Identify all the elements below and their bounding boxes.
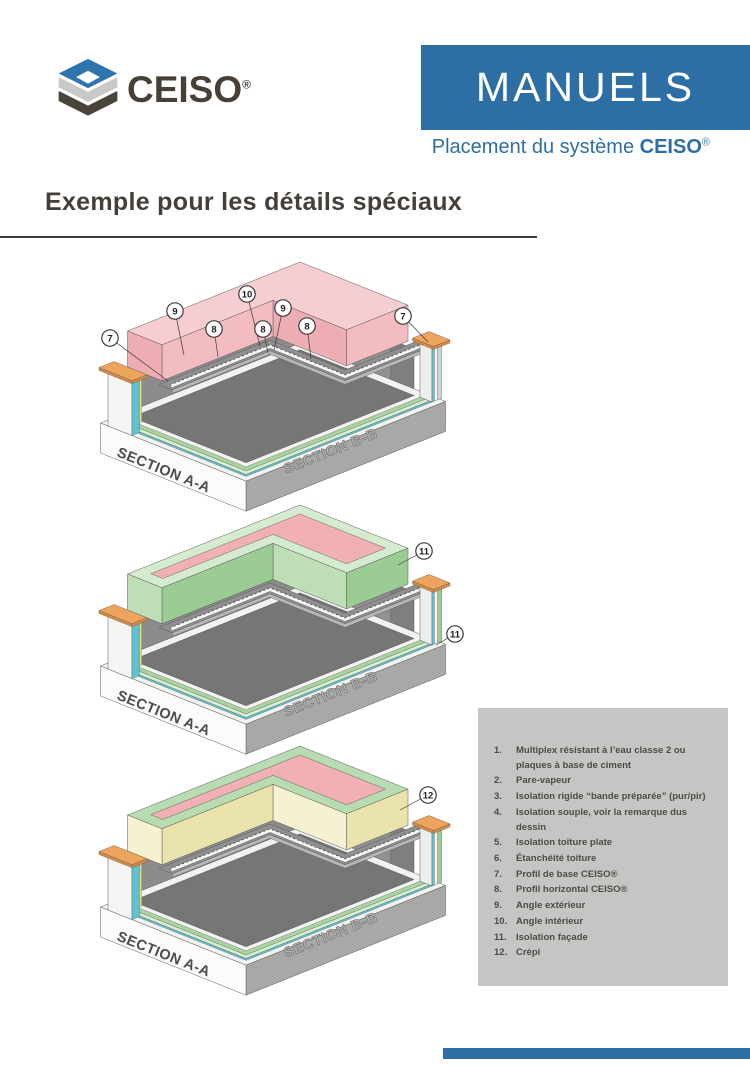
subtitle: Placement du système CEISO® bbox=[330, 136, 710, 159]
subtitle-reg-mark: ® bbox=[701, 136, 710, 149]
legend-item-text: Isolation façade bbox=[516, 931, 588, 943]
ceiso-logo: CEISO® bbox=[55, 52, 285, 127]
legend-item: 5. Isolation toiture plate bbox=[494, 836, 714, 851]
legend-item-text: Isolation rigide “bande préparée” (pur/p… bbox=[516, 791, 706, 803]
legend-item: 8. Profil horizontal CEISO® bbox=[494, 883, 714, 898]
legend-item-text: Étanchéité toiture bbox=[516, 853, 597, 865]
svg-text:12: 12 bbox=[423, 790, 434, 801]
ceiso-logo-icon bbox=[58, 58, 118, 116]
svg-text:7: 7 bbox=[400, 311, 405, 322]
callout-8: 8 bbox=[298, 317, 316, 360]
legend-item-number: 8. bbox=[494, 884, 502, 896]
page-title: Exemple pour les détails spéciaux bbox=[45, 188, 463, 216]
heading-rule bbox=[0, 236, 537, 238]
legend-item-text: Profil de base CEISO® bbox=[516, 868, 618, 880]
legend-item-number: 12. bbox=[494, 947, 508, 959]
svg-text:11: 11 bbox=[419, 546, 430, 557]
footer-accent-bar bbox=[443, 1048, 750, 1059]
svg-text:7: 7 bbox=[107, 333, 112, 344]
legend-item-text: Isolation souple, voir la remarque dus d… bbox=[516, 806, 688, 833]
legend-item-number: 6. bbox=[494, 853, 502, 865]
banner-title: MANUELS bbox=[475, 64, 696, 110]
legend-item-text: Profil horizontal CEISO® bbox=[516, 884, 628, 896]
legend-item: 1. Multiplex résistant à l’eau classe 2 o… bbox=[494, 744, 714, 773]
legend-item: 7. Profil de base CEISO® bbox=[494, 868, 714, 883]
legend-item-text: Angle extérieur bbox=[516, 900, 586, 912]
svg-text:8: 8 bbox=[211, 324, 216, 335]
svg-text:9: 9 bbox=[280, 303, 285, 314]
legend-item: 6. Étanchéité toiture bbox=[494, 852, 714, 867]
callout-9: 9 bbox=[273, 299, 292, 351]
legend-item-number: 9. bbox=[494, 900, 502, 912]
svg-text:10: 10 bbox=[242, 289, 253, 300]
legend-item-number: 2. bbox=[494, 775, 502, 787]
legend-item-text: Multiplex résistant à l’eau classe 2 ou … bbox=[516, 745, 686, 771]
callout-7: 7 bbox=[394, 307, 429, 343]
legend-item-text: Crépi bbox=[516, 947, 541, 959]
callout-9: 9 bbox=[166, 302, 185, 356]
legend-item: 12. Crépi bbox=[494, 946, 714, 961]
subtitle-regular: Placement du système bbox=[431, 136, 640, 158]
legend-item-number: 3. bbox=[494, 791, 502, 803]
legend-item-number: 7. bbox=[494, 868, 502, 880]
logo-reg-mark: ® bbox=[242, 77, 251, 92]
svg-text:8: 8 bbox=[304, 321, 309, 332]
legend-item-text: Pare-vapeur bbox=[516, 775, 571, 787]
legend-item-number: 1. bbox=[494, 745, 502, 756]
svg-text:8: 8 bbox=[260, 324, 265, 335]
legend-item: 11. Isolation façade bbox=[494, 931, 714, 946]
legend-item-number: 4. bbox=[494, 806, 502, 818]
ceiso-logo-text: CEISO® bbox=[127, 68, 251, 110]
callout-7: 7 bbox=[101, 329, 169, 382]
svg-text:11: 11 bbox=[450, 629, 461, 640]
callout-12: 12 bbox=[399, 786, 437, 811]
callout-10: 10 bbox=[238, 285, 261, 347]
legend-item-number: 10. bbox=[494, 915, 508, 927]
legend-item-number: 11. bbox=[494, 931, 507, 943]
legend-item: 4. Isolation souple, voir la remarque dus… bbox=[494, 806, 714, 835]
subtitle-brand: CEISO bbox=[639, 136, 702, 158]
svg-text:9: 9 bbox=[172, 306, 177, 317]
legend-item-number: 5. bbox=[494, 837, 502, 849]
legend-item-text: Angle intérieur bbox=[516, 915, 584, 927]
callout-8: 8 bbox=[254, 320, 272, 354]
legend-item: 2. Pare-vapeur bbox=[494, 774, 714, 789]
legend-item-text: Isolation toiture plate bbox=[516, 837, 613, 849]
callout-11: 11 bbox=[397, 542, 433, 566]
legend-panel: 1. Multiplex résistant à l’eau classe 2 o… bbox=[478, 708, 728, 986]
legend-item: 9. Angle extérieur bbox=[494, 899, 714, 914]
legend-item: 10. Angle intérieur bbox=[494, 915, 714, 930]
callout-8: 8 bbox=[205, 320, 223, 358]
callout-11: 11 bbox=[435, 625, 464, 646]
manuels-banner: MANUELS bbox=[421, 45, 750, 130]
legend-item: 3. Isolation rigide “bande préparée” (pur… bbox=[494, 790, 714, 805]
